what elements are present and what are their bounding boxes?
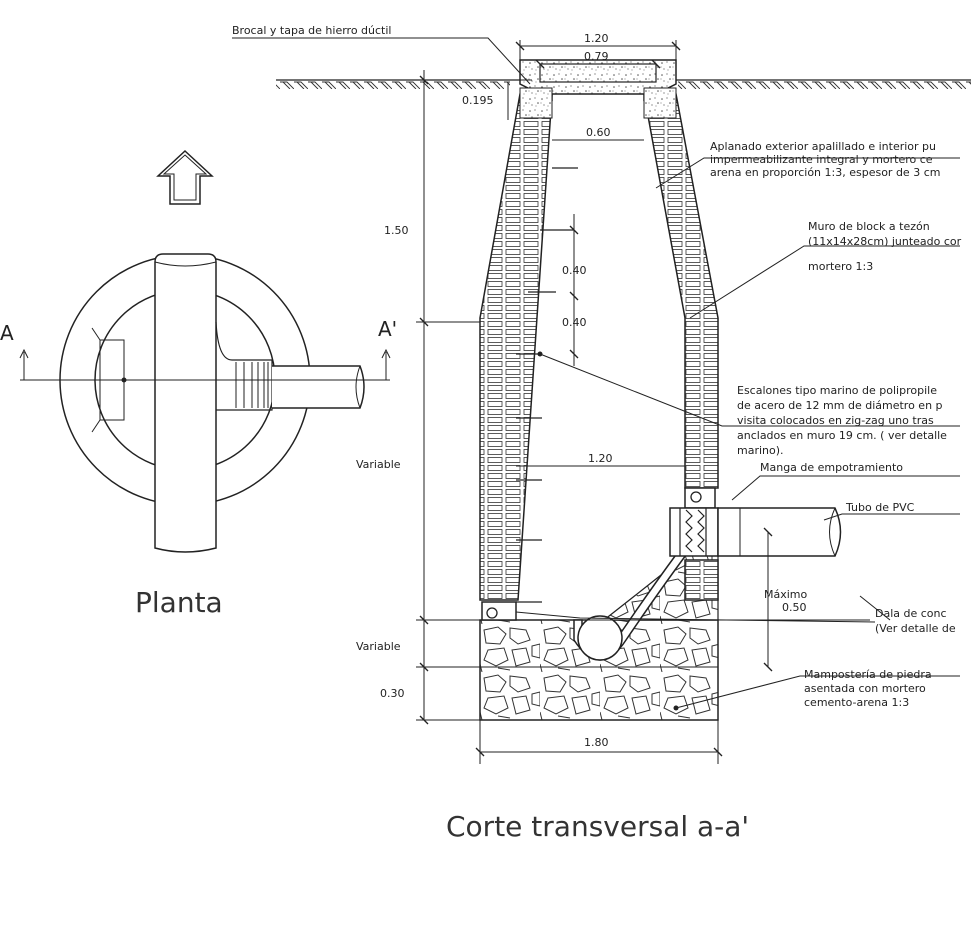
label-tubo: Tubo de PVC	[845, 501, 915, 514]
concrete-bond-beam	[481, 601, 517, 621]
section-view: 1.20 0.79 0.60 0.195 1.50 Variable Varia…	[232, 24, 971, 843]
label-aplanado-2: impermeabilizante integral y mortero ce	[710, 153, 933, 166]
right-wall	[643, 93, 719, 489]
label-manga: Manga de empotramiento	[760, 461, 903, 474]
dim-base-width: 1.80	[584, 736, 609, 749]
label-mamposteria-2: asentada con mortero	[804, 682, 926, 695]
label-escalones-1: Escalones tipo marino de polipropile	[737, 384, 937, 397]
section-title: Corte transversal a-a'	[446, 810, 749, 843]
label-escalones-2: de acero de 12 mm de diámetro en p	[737, 399, 943, 412]
label-brocal: Brocal y tapa de hierro dúctil	[232, 24, 391, 37]
plan-vertical-pipe	[154, 253, 217, 553]
label-dala-2: (Ver detalle de	[875, 622, 956, 635]
label-escalones-5: marino).	[737, 444, 784, 457]
label-dala-1: Dala de conc	[875, 607, 947, 620]
dim-base-variable: Variable	[356, 640, 401, 653]
plan-title: Planta	[135, 586, 223, 619]
embedding-sleeve	[669, 507, 719, 557]
dim-mid-height: Variable	[356, 458, 401, 471]
manhole-cover	[539, 63, 657, 83]
ground-left	[276, 80, 510, 89]
dim-step-spacing-1: 0.40	[562, 264, 587, 277]
label-muro-1: Muro de block a tezón	[808, 220, 930, 233]
label-aplanado-3: arena en proporción 1:3, espesor de 3 cm	[710, 166, 940, 179]
dim-step-spacing-2: 0.40	[562, 316, 587, 329]
ground-right	[678, 80, 971, 89]
dim-collar-height: 0.195	[462, 94, 494, 107]
dim-top-inner: 0.79	[584, 50, 609, 63]
label-mamposteria-3: cemento-arena 1:3	[804, 696, 909, 709]
dim-base-thickness: 0.30	[380, 687, 405, 700]
label-muro-2: (11x14x28cm) junteado cor	[808, 235, 962, 248]
dim-inner-width: 1.20	[588, 452, 613, 465]
section-label-right: A'	[378, 317, 397, 341]
dim-neck-inner: 0.60	[586, 126, 611, 139]
label-mamposteria-1: Mampostería de piedra	[804, 668, 932, 681]
dim-top-outer: 1.20	[584, 32, 609, 45]
pvc-pipe	[717, 507, 842, 557]
dim-upper-height: 1.50	[384, 224, 409, 237]
plan-outlet-pipe	[272, 365, 365, 409]
label-escalones-3: visita colocados en zig-zag uno tras	[737, 414, 934, 427]
label-muro-3: mortero 1:3	[808, 260, 873, 273]
dim-max-value: 0.50	[782, 601, 807, 614]
label-aplanado-1: Aplanado exterior apalillado e interior …	[710, 140, 936, 153]
dim-max-label: Máximo	[764, 588, 808, 601]
plan-view: A A' Planta	[0, 149, 397, 619]
channel-pipe-section	[577, 615, 623, 661]
north-arrow	[156, 149, 214, 205]
section-label-left: A	[0, 321, 14, 345]
label-escalones-4: anclados en muro 19 cm. ( ver detalle	[737, 429, 947, 442]
left-wall	[479, 93, 553, 601]
